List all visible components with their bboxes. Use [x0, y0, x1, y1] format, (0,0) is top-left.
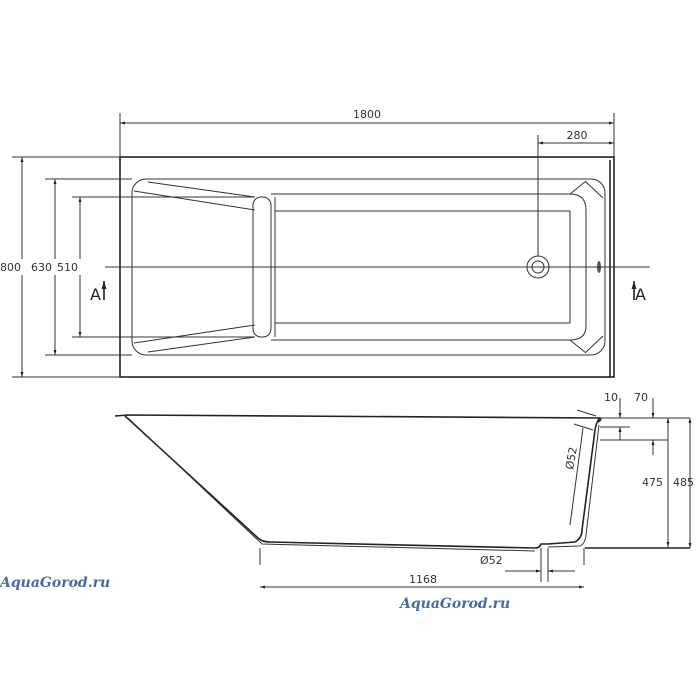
- dim-bottom-length: 1168: [409, 573, 437, 586]
- watermark: AquaGorod.ru: [0, 575, 110, 591]
- section-label-right: A: [635, 285, 646, 304]
- dim-width-rim: 630: [31, 261, 52, 274]
- dim-rim-10: 10: [604, 391, 618, 404]
- side-section-view: 10 70 475 485 Ø52 Ø52 1168: [114, 391, 694, 589]
- dim-drain-offset: 280: [567, 129, 588, 142]
- dim-drain-dia: Ø52: [480, 554, 503, 567]
- rim-line: [114, 414, 602, 423]
- dim-depth: 475: [642, 476, 663, 489]
- bottom-outline: [271, 193, 587, 341]
- dim-width-total: 800: [0, 261, 21, 274]
- dim-length: 1800: [353, 108, 381, 121]
- top-view: 1800 280 800 630 510 A A: [0, 108, 650, 378]
- watermark: AquaGorod.ru: [398, 596, 510, 612]
- dim-rim-70: 70: [634, 391, 648, 404]
- dim-overflow-dia: Ø52: [563, 446, 580, 471]
- dim-height: 485: [673, 476, 694, 489]
- section-label-left: A: [90, 285, 101, 304]
- backrest-slope: [133, 181, 256, 353]
- dim-width-bottom: 510: [57, 261, 78, 274]
